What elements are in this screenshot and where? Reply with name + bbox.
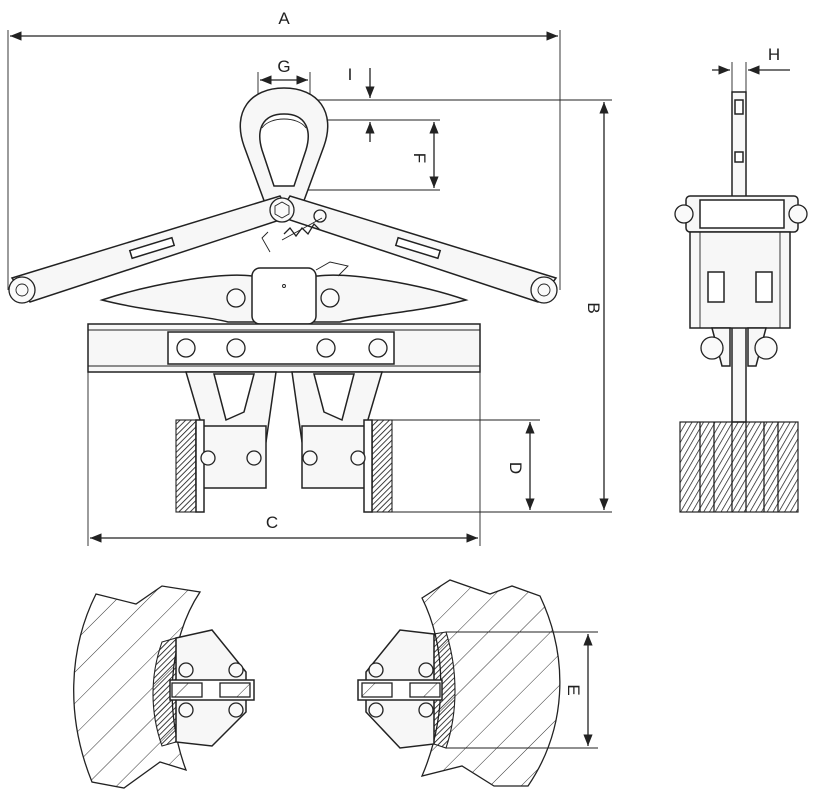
central-body — [99, 231, 469, 325]
side-body — [674, 91, 808, 423]
bottom-left-detail — [73, 585, 255, 789]
dimension-a-label: A — [278, 9, 290, 28]
dimension-a: A — [7, 9, 561, 290]
side-pads — [679, 421, 799, 513]
lifting-eye — [239, 87, 329, 207]
right-jaw — [291, 371, 393, 513]
dimension-i-label: I — [348, 65, 353, 84]
dimension-e-label: E — [564, 684, 583, 695]
cross-beam — [87, 323, 481, 373]
spring — [281, 217, 323, 241]
front-view: A G I F B — [7, 9, 612, 546]
dimension-h-label: H — [768, 45, 780, 64]
dimension-c-label: C — [266, 513, 278, 532]
beam-bolts — [176, 338, 388, 358]
dimension-e: E — [446, 631, 598, 749]
dimension-f: F — [300, 121, 440, 191]
dimension-h: H — [712, 45, 790, 100]
dimension-f-label: F — [410, 153, 429, 163]
scissor-arms — [8, 195, 558, 304]
bottom-right-detail: E — [357, 579, 598, 787]
side-view: H — [674, 45, 808, 513]
dimension-g-label: G — [277, 57, 290, 76]
dimension-b-label: B — [584, 302, 603, 313]
dimension-b: B — [390, 102, 612, 513]
left-jaw — [175, 371, 277, 513]
dimension-c: C — [87, 370, 481, 546]
dimension-d-label: D — [506, 462, 525, 474]
dimension-i: I — [300, 65, 612, 142]
dimension-d: D — [390, 419, 540, 510]
